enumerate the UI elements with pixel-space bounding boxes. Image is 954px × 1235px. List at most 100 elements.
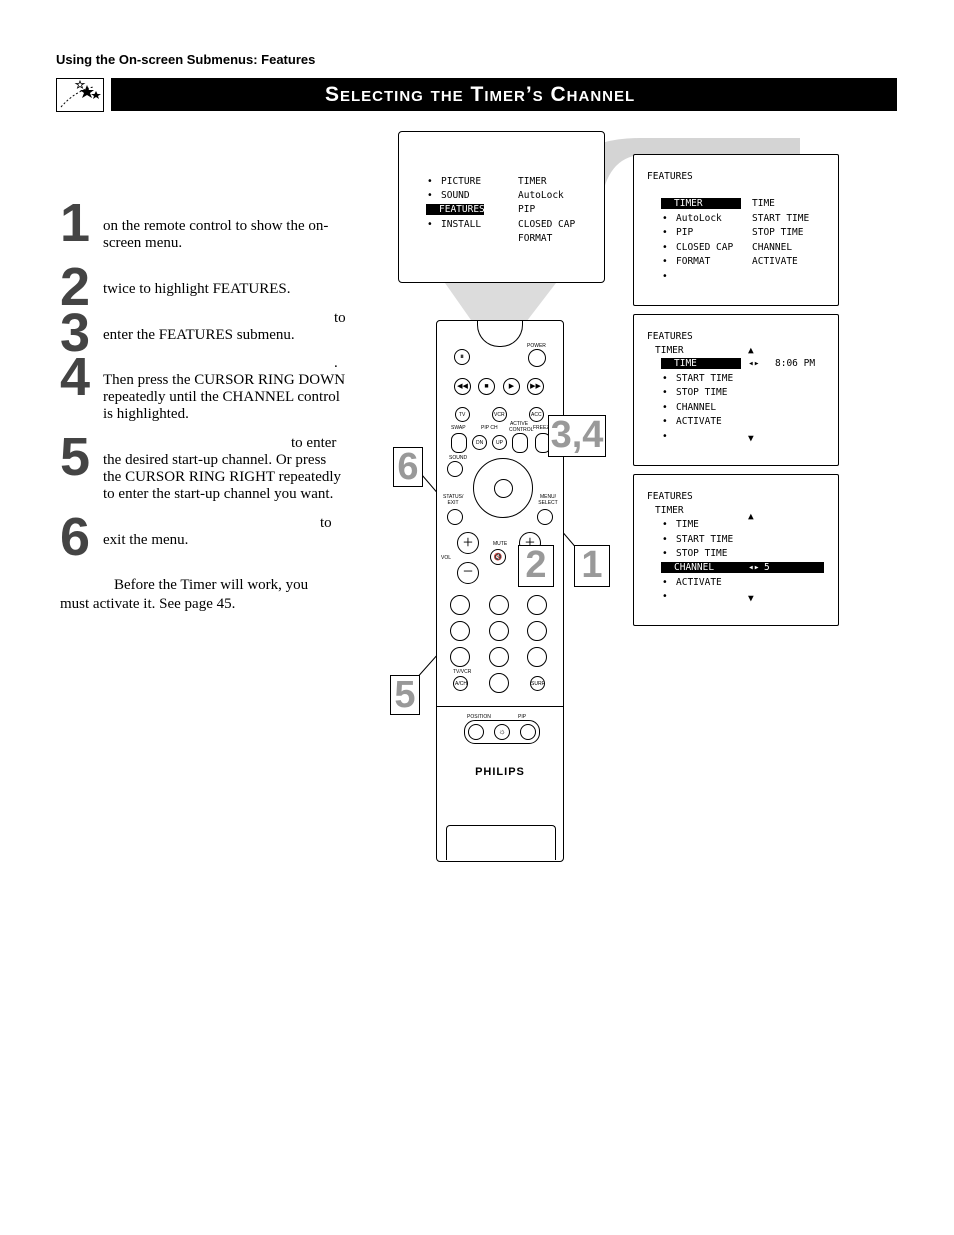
volume-up-button[interactable]: + (457, 532, 479, 554)
menu-item[interactable]: INSTALL (427, 219, 481, 230)
tv-button[interactable]: TV (455, 407, 470, 422)
menu-item[interactable]: ACTIVATE (662, 577, 722, 588)
menu-select-label: MENU/ SELECT (538, 494, 558, 506)
menu-item-selected[interactable]: CHANNEL (661, 562, 824, 573)
menu-item-selected[interactable]: FEATURES (426, 204, 485, 215)
callout-steps-3-4: 3,4 (548, 415, 606, 457)
menu-item[interactable]: SOUND (427, 190, 470, 201)
step-trail: to (320, 515, 332, 531)
submenu-item: TIMER (518, 176, 547, 187)
menu-item[interactable]: PIP (662, 227, 693, 238)
menu-item[interactable]: ACTIVATE (662, 416, 722, 427)
play-button[interactable]: ▶ (503, 378, 520, 395)
menu-subtitle: TIMER (655, 345, 684, 356)
fast-forward-button[interactable]: ▶▶ (527, 378, 544, 395)
surf-button[interactable]: SURF (530, 676, 545, 691)
menu-item[interactable]: STOP TIME (662, 387, 727, 398)
power-button[interactable] (528, 349, 546, 367)
number-button[interactable] (527, 595, 547, 615)
swap-button[interactable] (451, 433, 467, 453)
scroll-up-icon: ▲ (748, 345, 754, 356)
active-control-label: ACTIVE CONTROL (509, 421, 534, 433)
step-text: twice to highlight FEATURES. (103, 281, 291, 297)
menu-item-selected[interactable]: TIMER (661, 198, 741, 209)
menu-item[interactable]: AutoLock (662, 213, 722, 224)
cursor-ring[interactable] (473, 458, 533, 518)
pip-button[interactable] (520, 724, 536, 740)
menu-item[interactable] (662, 431, 676, 442)
number-button[interactable] (489, 595, 509, 615)
menu-item[interactable] (662, 271, 676, 282)
step-text: exit the menu. (103, 532, 189, 548)
number-button[interactable] (527, 647, 547, 667)
submenu-item: START TIME (752, 213, 810, 224)
vcr-button[interactable]: VCR (492, 407, 507, 422)
menu-item[interactable]: START TIME (662, 534, 733, 545)
step-number: 6 (60, 507, 91, 567)
menu-select-button[interactable] (537, 509, 553, 525)
number-button[interactable] (489, 647, 509, 667)
menu-item[interactable]: STOP TIME (662, 548, 727, 559)
position-button[interactable] (468, 724, 484, 740)
menu-title: FEATURES (647, 491, 693, 502)
acc-button[interactable]: ACC (529, 407, 544, 422)
remote-divider (437, 706, 563, 707)
step-trail: . (334, 355, 338, 371)
ir-window (477, 320, 523, 347)
volume-down-button[interactable]: − (457, 562, 479, 584)
stop-button[interactable]: ■ (478, 378, 495, 395)
submenu-item: FORMAT (518, 233, 553, 244)
active-control-button[interactable] (512, 433, 528, 453)
scroll-down-icon: ▼ (748, 593, 754, 604)
sound-button[interactable] (447, 461, 463, 477)
scroll-up-icon: ▲ (748, 511, 754, 522)
adjust-arrow-icon: ◂▸ (748, 358, 760, 369)
callout-step-2: 2 (518, 545, 554, 587)
cursor-center-button[interactable] (494, 479, 513, 498)
brand-logo: PHILIPS (475, 766, 525, 778)
submenu-item: STOP TIME (752, 227, 804, 238)
ach-button[interactable]: A/CH (453, 676, 468, 691)
pip-ch-up-button[interactable]: UP (492, 435, 507, 450)
light-icon[interactable]: ☼ (494, 724, 510, 740)
swap-label: SWAP (451, 425, 466, 431)
mute-button[interactable]: 🔇 (490, 549, 506, 565)
menu-item[interactable]: CLOSED CAP (662, 242, 733, 253)
step-text: enter the FEATURES submenu. (103, 327, 295, 343)
time-value: 8:06 PM (775, 358, 816, 369)
rewind-button[interactable]: ◀◀ (454, 378, 471, 395)
menu-title: FEATURES (647, 171, 693, 182)
scroll-down-icon: ▼ (748, 433, 754, 444)
menu-item[interactable]: START TIME (662, 373, 733, 384)
menu-item[interactable]: CHANNEL (662, 402, 716, 413)
pause-button[interactable]: ⏸ (454, 349, 470, 365)
timer-menu-screen-time: FEATURES TIMER ▲ TIME ◂▸ 8:06 PM START T… (633, 314, 839, 466)
number-button[interactable] (450, 647, 470, 667)
vol-label: VOL (441, 555, 452, 561)
status-exit-button[interactable] (447, 509, 463, 525)
step-text: on the remote control to show the on-scr… (103, 218, 329, 251)
number-button[interactable] (450, 595, 470, 615)
step-number: 2 (60, 257, 91, 317)
number-button[interactable] (527, 621, 547, 641)
number-button[interactable] (450, 621, 470, 641)
number-button[interactable] (489, 621, 509, 641)
menu-item[interactable]: TIME (662, 519, 699, 530)
mute-label: MUTE (493, 541, 508, 547)
pip-label: PIP (518, 714, 527, 720)
step-number: 4 (60, 347, 91, 407)
callout-step-1: 1 (574, 545, 610, 587)
callout-step-6: 6 (393, 447, 423, 487)
remote-battery-door (446, 825, 556, 860)
submenu-item: CLOSED CAP (518, 219, 576, 230)
submenu-item: TIME (752, 198, 775, 209)
pip-ch-down-button[interactable]: DN (472, 435, 487, 450)
tip-text: Before the Timer will work, you must act… (60, 577, 309, 612)
number-button[interactable] (489, 673, 509, 693)
menu-item[interactable]: PICTURE (427, 176, 481, 187)
feature-logo (56, 78, 104, 112)
menu-item[interactable]: FORMAT (662, 256, 710, 267)
menu-item[interactable] (662, 591, 676, 602)
submenu-item: AutoLock (518, 190, 564, 201)
menu-item-selected[interactable]: TIME (661, 358, 741, 369)
